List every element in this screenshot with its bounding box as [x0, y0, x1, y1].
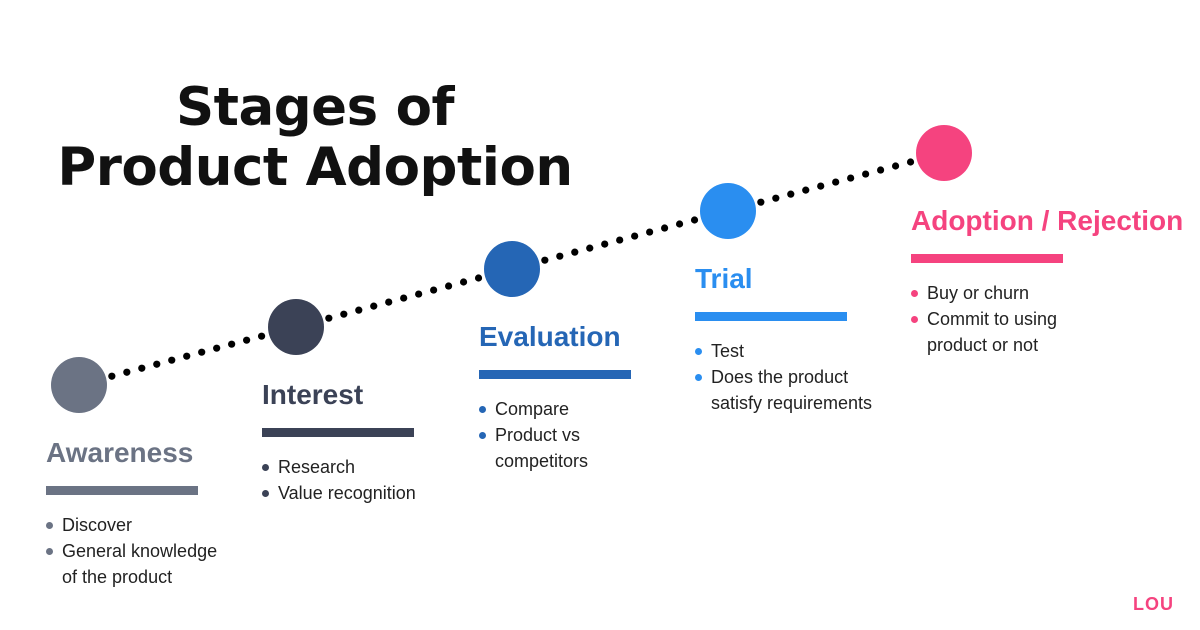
stage-bar-evaluation [479, 370, 631, 379]
connector-dot [817, 182, 825, 190]
stage-bullets-evaluation: Compare Product vs competitors [479, 397, 631, 473]
connector-dot [198, 348, 206, 356]
page-title: Stages of Product Adoption [40, 78, 590, 198]
connector-dot [631, 232, 639, 240]
trial-stage-node [700, 183, 756, 239]
connector-dot [832, 178, 840, 186]
connector-dot [340, 310, 348, 318]
list-item: Value recognition [262, 481, 416, 505]
list-item: General knowledge [46, 539, 217, 563]
connector-dot [757, 198, 765, 206]
awareness-stage-node [51, 357, 107, 413]
stage-title-evaluation: Evaluation [479, 321, 621, 352]
bullet-dot [695, 374, 702, 381]
connector-dot [444, 282, 453, 290]
connector-dot [415, 290, 423, 298]
list-item: Research [262, 455, 416, 479]
connector-dot [385, 298, 393, 306]
connector-dot [430, 286, 438, 294]
evaluation-stage-node [484, 241, 540, 297]
stage-bullets-trial: Test Does the product satisfy requiremen… [695, 339, 872, 415]
connector-dot [646, 228, 654, 236]
list-item-continuation: product or not [927, 335, 1039, 355]
stage-title-interest: Interest [262, 379, 364, 410]
stage-evaluation: Evaluation Compare Product vs competitor… [479, 320, 631, 475]
connector-dot [556, 252, 564, 260]
connector-dot [400, 294, 408, 302]
bullet-dot [479, 432, 486, 439]
stage-title-adoption-rejection: Adoption / Rejection [911, 205, 1184, 236]
connector-dot [355, 306, 363, 314]
connector-dot [675, 220, 684, 228]
connector-dot [257, 332, 266, 340]
bullet-dot [262, 464, 269, 471]
connector-dot [474, 274, 483, 282]
list-item: Does the product [695, 365, 872, 389]
connector-dot [772, 194, 780, 202]
list-item: Commit to using [911, 307, 1183, 331]
connector-dot [541, 256, 549, 264]
connector-dot [571, 248, 579, 256]
list-item: Compare [479, 397, 631, 421]
connector-dot [906, 158, 915, 166]
connector-dot [243, 336, 251, 344]
connector-dot [802, 186, 810, 194]
brand-logo: LOU [1133, 594, 1174, 614]
list-item: Product vs [479, 423, 631, 447]
connector-dot [459, 278, 468, 286]
connector-dot [690, 216, 699, 224]
connector-dot [370, 302, 378, 310]
list-item-continuation: satisfy requirements [711, 393, 873, 413]
connector-dot [228, 340, 236, 348]
connector-dot [876, 166, 885, 174]
bullet-dot [695, 348, 702, 355]
list-item-continuation: competitors [495, 451, 589, 471]
connector-dot [183, 352, 191, 360]
interest-stage-node [268, 299, 324, 355]
connector-dot [325, 314, 333, 322]
stage-interest: Interest Research Value recognition [262, 378, 416, 507]
connector-dot [616, 236, 624, 244]
connector-dot [168, 356, 176, 364]
connector-dot [123, 368, 131, 376]
stage-bar-trial [695, 312, 847, 321]
stage-adoption-rejection: Adoption / Rejection Buy or churn Commit… [911, 204, 1183, 359]
stage-trial: Trial Test Does the product satisfy requ… [695, 262, 872, 417]
stage-bullets-awareness: Discover General knowledge of the produc… [46, 513, 217, 589]
list-item-continuation: of the product [62, 567, 173, 587]
connector-dot [601, 240, 609, 248]
list-item: Discover [46, 513, 217, 537]
connector-dot [891, 162, 900, 170]
stage-title-trial: Trial [695, 263, 753, 294]
connector-dot [847, 174, 855, 182]
stage-bullets-adoption-rejection: Buy or churn Commit to using product or … [911, 281, 1183, 357]
bullet-dot [262, 490, 269, 497]
stage-bar-awareness [46, 486, 198, 495]
stage-bullets-interest: Research Value recognition [262, 455, 416, 505]
bullet-dot [911, 316, 918, 323]
list-item: Test [695, 339, 872, 363]
bullet-dot [46, 548, 53, 555]
connector-dot [660, 224, 669, 232]
bullet-dot [46, 522, 53, 529]
bullet-dot [911, 290, 918, 297]
title-line-1: Stages of [175, 77, 455, 138]
connector-dots [108, 158, 915, 380]
connector-dot [862, 170, 870, 178]
title-line-2: Product Adoption [57, 137, 573, 198]
connector-dot [787, 190, 795, 198]
stage-title-awareness: Awareness [46, 437, 194, 468]
stage-bar-interest [262, 428, 414, 437]
stage-awareness: Awareness Discover General knowledge of … [46, 436, 217, 591]
connector-dot [138, 364, 146, 372]
list-item: Buy or churn [911, 281, 1183, 305]
connector-dot [153, 360, 161, 368]
stage-bar-adoption-rejection [911, 254, 1063, 263]
adoption-rejection-stage-node [916, 125, 972, 181]
connector-dot [586, 244, 594, 252]
connector-dot [213, 344, 221, 352]
bullet-dot [479, 406, 486, 413]
connector-dot [108, 372, 116, 380]
